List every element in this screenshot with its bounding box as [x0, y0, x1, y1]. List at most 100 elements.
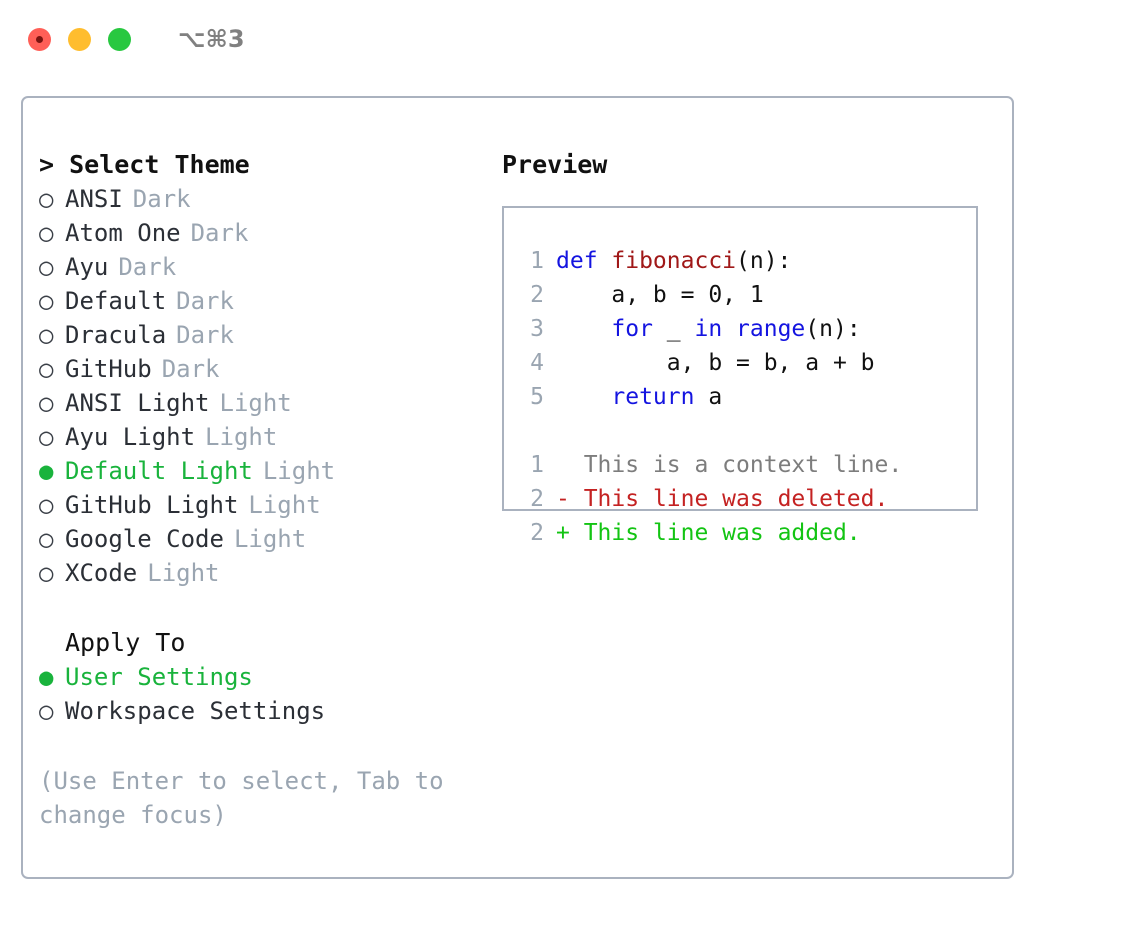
radio-unselected-icon: ○ — [39, 491, 54, 519]
keyboard-hint-text: (Use Enter to select, Tab to change focu… — [39, 767, 444, 829]
window-titlebar: ⌥⌘3 — [0, 0, 1140, 78]
theme-option-label: GitHub Light — [65, 491, 239, 519]
theme-option-category-tag: Light — [147, 559, 220, 587]
apply-to-section: Apply To ● User Settings ○ Workspace Settin… — [39, 626, 479, 728]
diff-sign-deleted: - — [556, 486, 570, 512]
code-line-text: def fibonacci(n): — [556, 244, 791, 278]
theme-option-atom-one[interactable]: ○ Atom One Dark — [39, 216, 479, 250]
code-line: 3 for _ in range(n): — [516, 312, 976, 346]
radio-unselected-icon: ○ — [39, 287, 54, 315]
apply-to-header: Apply To — [65, 628, 186, 657]
code-diff-separator — [516, 414, 976, 448]
radio-unselected-icon: ○ — [39, 389, 54, 417]
code-token-plain: a, b = b, a + b — [556, 350, 875, 376]
code-token-plain: _ — [652, 316, 695, 342]
code-line: 4 a, b = b, a + b — [516, 346, 976, 380]
theme-option-category-tag: Dark — [161, 355, 220, 383]
select-theme-header: > Select Theme — [39, 150, 250, 179]
theme-option-label: GitHub — [65, 355, 152, 383]
code-line-text: a, b = 0, 1 — [556, 278, 764, 312]
apply-to-option-user-settings[interactable]: ● User Settings — [39, 660, 479, 694]
theme-option-label: Atom One — [65, 219, 181, 247]
keyboard-shortcut-label: ⌥⌘3 — [178, 25, 245, 53]
code-token-plain: (n): — [805, 316, 861, 342]
theme-option-category-tag: Light — [205, 423, 278, 451]
radio-unselected-icon: ○ — [39, 697, 54, 725]
code-token-kw: range — [736, 316, 806, 342]
diff-line-text: + This line was added. — [556, 516, 861, 550]
close-button[interactable] — [28, 27, 51, 51]
theme-option-category-tag: Dark — [118, 253, 177, 281]
code-token-kw: in — [694, 316, 723, 342]
apply-to-option-list: ● User Settings ○ Workspace Settings — [39, 660, 479, 728]
theme-option-category-tag: Dark — [176, 321, 234, 349]
diff-line-context: 1 This is a context line. — [516, 448, 976, 482]
diff-line-text: - This line was deleted. — [556, 482, 888, 516]
preview-title: Preview — [502, 150, 608, 179]
code-line-number: 2 — [530, 282, 544, 308]
code-token-plain: a — [694, 384, 723, 410]
code-line-text: for _ in range(n): — [556, 312, 861, 346]
theme-option-dracula[interactable]: ○ Dracula Dark — [39, 318, 479, 352]
theme-option-label: Ayu — [65, 253, 109, 281]
code-token-fn: fibonacci — [611, 248, 737, 274]
theme-option-ayu[interactable]: ○ Ayu Dark — [39, 250, 479, 284]
diff-sample: 1 This is a context line.2- This line wa… — [516, 448, 976, 550]
diff-sign-added: + — [556, 520, 570, 546]
radio-unselected-icon: ○ — [39, 423, 54, 451]
traffic-light-group — [28, 27, 131, 51]
code-token-plain — [556, 316, 611, 342]
radio-unselected-icon: ○ — [39, 559, 54, 587]
code-token-plain — [556, 384, 611, 410]
code-token-kw: for — [611, 316, 653, 342]
code-line: 2 a, b = 0, 1 — [516, 278, 976, 312]
diff-sign-context — [556, 452, 570, 478]
radio-unselected-icon: ○ — [39, 321, 54, 349]
diff-line-number: 2 — [530, 486, 544, 512]
radio-unselected-icon: ○ — [39, 219, 54, 247]
theme-option-label: ANSI — [65, 185, 123, 213]
apply-to-option-label: Workspace Settings — [65, 697, 326, 725]
theme-option-category-tag: Light — [219, 389, 292, 417]
diff-text-content: This is a context line. — [569, 452, 903, 478]
code-line-number: 4 — [530, 350, 544, 376]
zoom-button[interactable] — [108, 27, 131, 51]
theme-option-category-tag: Dark — [190, 219, 249, 247]
diff-text-content: This line was deleted. — [569, 486, 889, 512]
diff-line-text: This is a context line. — [556, 448, 903, 482]
minimize-button[interactable] — [68, 27, 91, 51]
theme-option-category-tag: Dark — [176, 287, 234, 315]
code-line-text: a, b = b, a + b — [556, 346, 875, 380]
apply-to-option-workspace-settings[interactable]: ○ Workspace Settings — [39, 694, 479, 728]
radio-unselected-icon: ○ — [39, 253, 54, 281]
code-token-plain: a, b = 0, 1 — [556, 282, 764, 308]
apply-to-option-label: User Settings — [65, 663, 253, 691]
theme-option-category-tag: Light — [233, 525, 307, 553]
code-token-kw: def — [556, 248, 612, 274]
code-token-plain: (n): — [736, 248, 792, 274]
code-token-kw: return — [611, 384, 695, 410]
code-token-plain — [722, 316, 736, 342]
code-line-number: 5 — [530, 384, 544, 410]
radio-selected-icon: ● — [39, 663, 54, 691]
diff-line-number: 2 — [530, 520, 544, 546]
theme-option-label: Dracula — [65, 321, 167, 349]
theme-option-category-tag: Light — [262, 457, 336, 485]
